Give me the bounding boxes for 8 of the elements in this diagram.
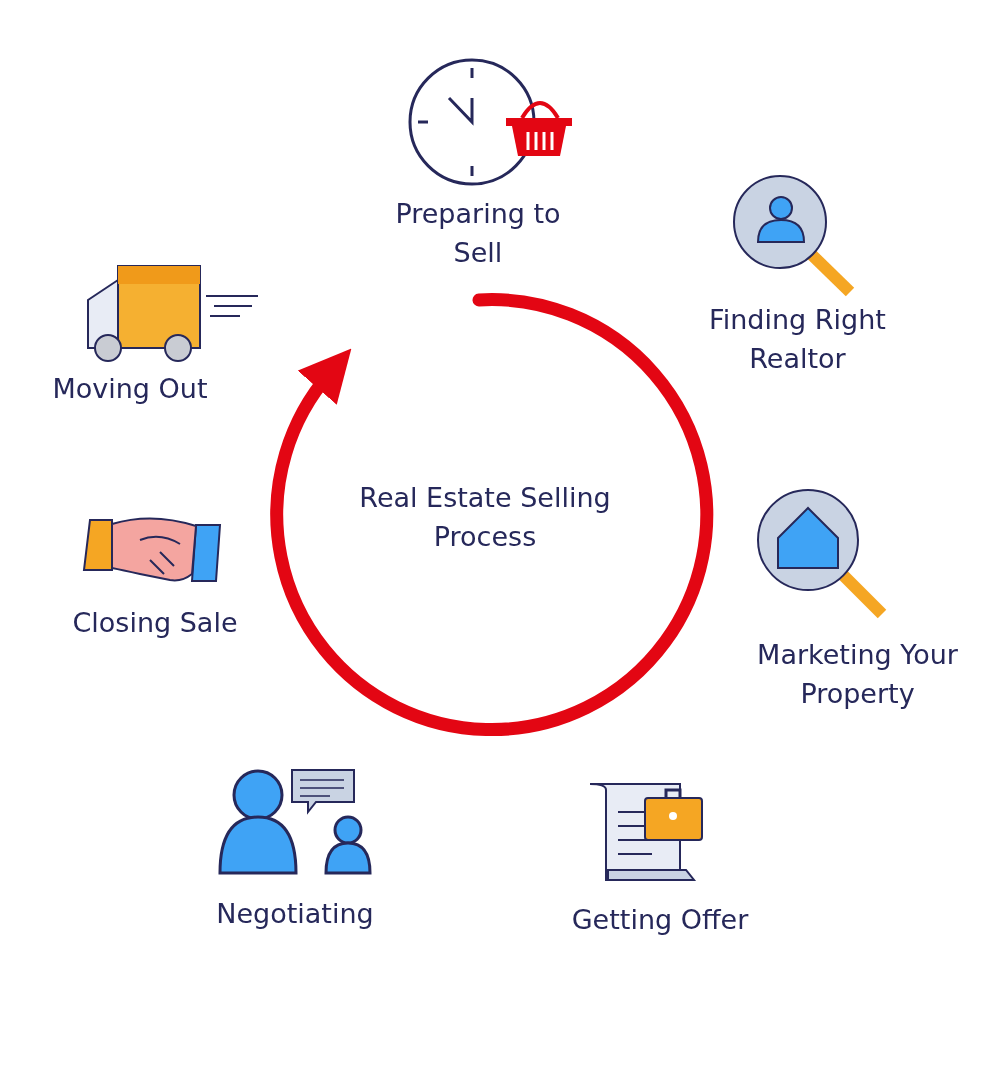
center-title: Real Estate Selling Process xyxy=(358,481,612,554)
step-label: Negotiating xyxy=(215,897,375,931)
step-label: Preparing to Sell xyxy=(394,197,562,270)
step-label: Marketing Your Property xyxy=(756,638,959,711)
step-label: Moving Out xyxy=(51,372,209,406)
step-label: Closing Sale xyxy=(71,606,239,640)
step-label: Getting Offer xyxy=(570,903,750,937)
step-label: Finding Right Realtor xyxy=(708,303,887,376)
